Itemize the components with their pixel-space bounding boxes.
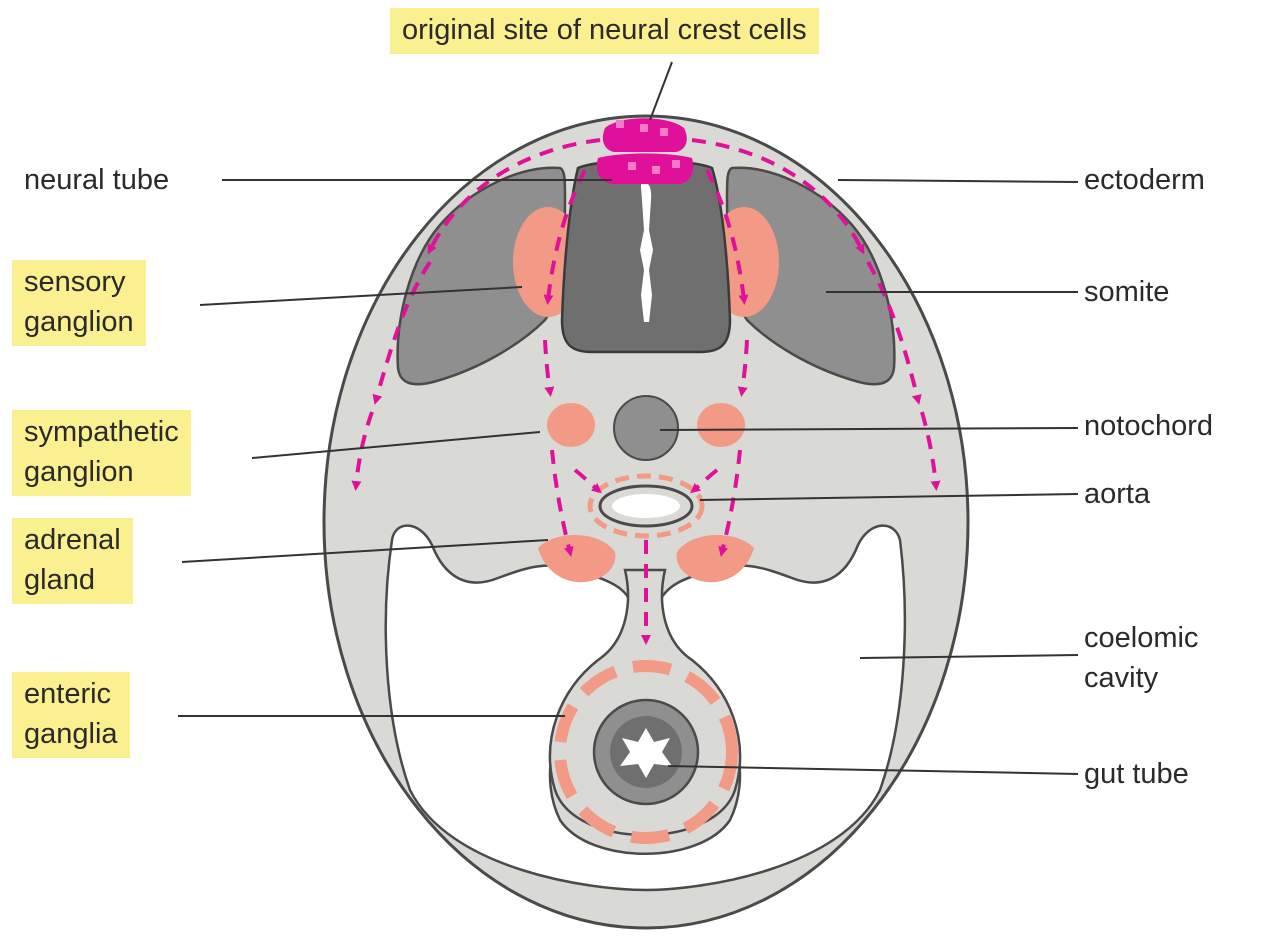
label-coelomic-cavity: coelomic cavity <box>1084 618 1198 698</box>
label-sympathetic-ganglion: sympathetic ganglion <box>12 410 191 496</box>
neural-crest-cells <box>597 118 693 184</box>
label-coelomic-cavity-line-2: cavity <box>1084 658 1198 698</box>
label-aorta: aorta <box>1084 474 1150 514</box>
label-adrenal-gland-line-2: gland <box>24 560 121 600</box>
label-sympathetic-ganglion-line-1: sympathetic <box>24 412 179 452</box>
label-sympathetic-ganglion-line-2: ganglion <box>24 452 179 492</box>
label-adrenal-gland: adrenal gland <box>12 518 133 604</box>
label-enteric-ganglia-line-1: enteric <box>24 674 118 714</box>
sympathetic-ganglion-left <box>547 403 595 447</box>
label-notochord: notochord <box>1084 406 1213 446</box>
label-adrenal-gland-line-1: adrenal <box>24 520 121 560</box>
label-gut-tube: gut tube <box>1084 754 1189 794</box>
sympathetic-ganglion-right <box>697 403 745 447</box>
aorta-lumen <box>612 494 680 518</box>
label-sensory-ganglion-line-1: sensory <box>24 262 134 302</box>
label-enteric-ganglia-line-2: ganglia <box>24 714 118 754</box>
label-ectoderm: ectoderm <box>1084 160 1205 200</box>
label-sensory-ganglion-line-2: ganglion <box>24 302 134 342</box>
label-sensory-ganglion: sensory ganglion <box>12 260 146 346</box>
notochord <box>614 396 678 460</box>
label-somite: somite <box>1084 272 1169 312</box>
label-enteric-ganglia: enteric ganglia <box>12 672 130 758</box>
label-original-site-neural-crest: original site of neural crest cells <box>390 8 819 54</box>
label-coelomic-cavity-line-1: coelomic <box>1084 618 1198 658</box>
label-neural-tube: neural tube <box>24 160 169 200</box>
